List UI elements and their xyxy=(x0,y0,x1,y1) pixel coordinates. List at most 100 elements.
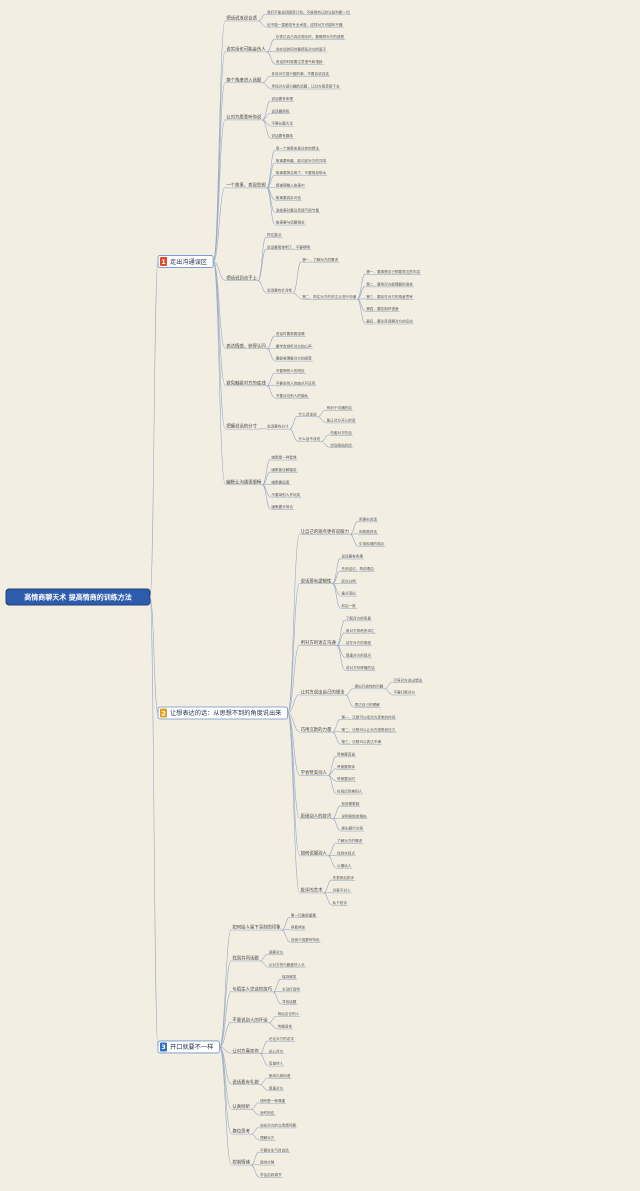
connector-line xyxy=(321,434,330,442)
connector-line xyxy=(259,1077,268,1085)
connector-line xyxy=(281,929,290,943)
connector-line xyxy=(293,292,302,299)
subtopic-node: 能让对方开心的话 xyxy=(327,418,356,423)
connector-line xyxy=(219,1046,232,1134)
topic-node: 说话要有礼貌 xyxy=(232,1078,259,1085)
topic-node: 如何给人留下深刻的印象 xyxy=(232,924,281,931)
connector-line xyxy=(317,416,326,423)
subtopic-node: 赞美要真诚 xyxy=(337,751,355,756)
connector-line xyxy=(212,261,226,485)
subtopic-node: 把道理融入故事中 xyxy=(276,183,305,188)
connector-line xyxy=(323,892,332,906)
subtopic-node: 在背后赞美别人 xyxy=(337,789,363,794)
topic-node: 让对方说出自己的想法 xyxy=(301,689,346,696)
subtopic-node: 站在对方的角度 xyxy=(346,640,372,645)
subtopic-node: 故事要简洁明了，不要拖泥带水 xyxy=(276,170,327,175)
subtopic-node: 重点突出 xyxy=(341,591,356,596)
connector-line xyxy=(257,280,267,293)
connector-line xyxy=(262,119,271,139)
connector-line xyxy=(332,818,341,831)
subtopic-node: 真诚待人 xyxy=(269,1061,284,1066)
branch-number-badge xyxy=(160,257,167,267)
connector-line xyxy=(345,694,354,708)
main-branch-title: 走出沟通误区 xyxy=(170,258,207,266)
topic-node: 认真倾听 xyxy=(232,1103,250,1110)
connector-line xyxy=(262,484,271,510)
connector-line xyxy=(259,1084,268,1091)
connector-line xyxy=(356,298,366,324)
connector-line xyxy=(336,645,346,671)
subtopic-node: 故事要真实可信 xyxy=(276,195,302,200)
topic-node: 学会赞美别人 xyxy=(301,769,328,776)
subtopic-node: 什么话该说 xyxy=(299,411,317,416)
subtopic-node: 先表扬后批评 xyxy=(333,875,355,880)
subtopic-node: 说话的时候要注意语气和措辞 xyxy=(276,59,323,64)
connector-line xyxy=(287,712,300,856)
connector-line xyxy=(287,712,300,732)
subtopic-node: 倾听是一种尊重 xyxy=(260,1098,286,1103)
topic-node: 把握说话的分寸 xyxy=(226,423,257,430)
connector-line xyxy=(259,1040,268,1055)
subtopic-node: 说对方听得懂的话 xyxy=(346,665,375,670)
subtopic-node: 穿着得体 xyxy=(291,925,306,930)
connector-line xyxy=(345,687,354,696)
connector-line xyxy=(219,1046,232,1165)
connector-line xyxy=(323,879,332,894)
connector-line xyxy=(250,1151,260,1166)
subtopic-node: 学会自我调节 xyxy=(260,1172,282,1177)
subtopic-node: 背后议论别人 xyxy=(278,1011,300,1016)
subtopic-node: 拒绝要委婉 xyxy=(341,801,359,806)
connector-line xyxy=(272,978,282,993)
subtopic-node: 幽默要分场合 xyxy=(271,504,293,509)
connector-line xyxy=(336,645,345,658)
branch-number-badge xyxy=(160,1042,167,1052)
connector-line xyxy=(332,583,341,609)
subtopic-node: 最后，要注意观察对方的反应 xyxy=(366,319,413,324)
connector-line xyxy=(266,385,275,398)
connector-line xyxy=(212,187,226,262)
subtopic-node: 我们不能说话随意计划，不能用自己的认知判断一切 xyxy=(267,9,350,14)
branch-number: 3 xyxy=(161,1043,166,1051)
topic-node: 控制情绪 xyxy=(232,1159,250,1166)
topic-node: 幽默让沟通更顺畅 xyxy=(226,478,262,485)
subtopic-node: 第二，要用对方能理解的语言 xyxy=(366,281,413,286)
topic-node: 说实话也可能会伤人 xyxy=(226,45,266,52)
subtopic-node: 寻找话题 xyxy=(282,999,297,1004)
subtopic-node: 从对方的兴趣爱好入手 xyxy=(269,962,305,967)
subtopic-node: 幽默能化解尴尬 xyxy=(271,467,297,472)
subtopic-node: 赞美要具体 xyxy=(337,764,355,769)
connector-line xyxy=(266,372,275,387)
subtopic-node: 说话时要带着感情 xyxy=(276,331,305,336)
main-branch-title: 让想表达的话：从思想不到的角度说出来 xyxy=(170,709,281,717)
subtopic-node: 幽默是一种智慧 xyxy=(271,455,297,460)
subtopic-node: 关心对方 xyxy=(269,1048,284,1053)
subtopic-node: 尊重对方的观点 xyxy=(346,653,372,658)
topic-node: 把话说准说合适 xyxy=(226,15,257,22)
connector-line xyxy=(257,428,267,430)
topic-node: 表达情感，获得认同 xyxy=(226,342,266,349)
subtopic-node: 说话要简单明了，不要啰嗦 xyxy=(267,244,311,249)
subtopic-node: 理解对方 xyxy=(260,1135,275,1140)
connector-line xyxy=(272,991,282,1004)
connector-line xyxy=(257,13,267,22)
topic-node: 让对方喜欢你 xyxy=(232,1047,259,1054)
subtopic-node: 不要谈论别人的隐私 xyxy=(276,393,309,398)
connector-line xyxy=(262,459,271,486)
connector-line xyxy=(384,681,393,690)
connector-line xyxy=(266,174,275,189)
connector-line xyxy=(268,1022,277,1029)
subtopic-node: 说实话的同时要顾及对方的面子 xyxy=(276,46,327,51)
subtopic-node: 不要拿别人的缺点开玩笑 xyxy=(276,380,316,385)
subtopic-node: 不要在生气时说话 xyxy=(260,1147,289,1152)
subtopic-node: 也不能一直都说专业术语，这样对方可能听不懂 xyxy=(267,22,343,27)
connector-line xyxy=(262,484,271,497)
connector-line xyxy=(268,1015,277,1024)
topic-node: 用对方的语言沟通 xyxy=(301,639,337,646)
main-branch-connector xyxy=(149,596,159,714)
subtopic-node: 保持冷静 xyxy=(260,1160,275,1165)
subtopic-node: 讲故事时要注意语气和节奏 xyxy=(276,207,320,212)
subtopic-node: 保持微笑 xyxy=(282,974,297,979)
connector-line xyxy=(327,842,337,857)
subtopic-node: 说话要有条理 xyxy=(341,554,363,559)
